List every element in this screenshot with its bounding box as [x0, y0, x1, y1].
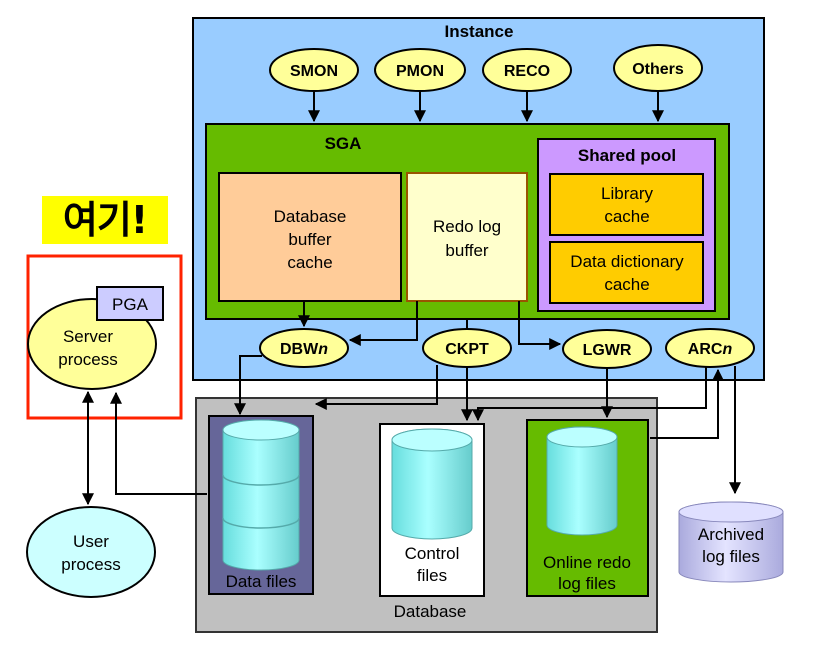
- control-files: Control files: [379, 423, 485, 597]
- data-files: Data files: [208, 415, 314, 595]
- control-files-line-2: files: [417, 566, 447, 585]
- smon-label: SMON: [290, 63, 338, 80]
- reco-label: RECO: [504, 63, 550, 80]
- ckpt-label: CKPT: [445, 341, 489, 358]
- arcn-label: ARCn: [688, 341, 733, 358]
- db-buffer-cache-line-1: Database: [274, 207, 347, 226]
- archived-log-files: Archived log files: [678, 501, 784, 583]
- shared-pool: Shared pool Library cache Data dictionar…: [537, 138, 716, 312]
- shared-pool-title: Shared pool: [578, 146, 676, 165]
- server-connectors: [82, 390, 207, 506]
- dbwn-label-base: DBW: [280, 341, 319, 358]
- library-cache-line-1: Library: [601, 184, 653, 203]
- io-to-file-connectors: [234, 355, 741, 495]
- server-process-line-1: Server: [63, 327, 113, 346]
- arcn-label-base: ARC: [688, 341, 723, 358]
- library-cache-line-2: cache: [604, 207, 649, 226]
- db-buffer-cache-line-3: cache: [287, 253, 332, 272]
- server-process: PGA Server process: [27, 286, 164, 390]
- arcn-process: [665, 328, 755, 368]
- user-process-line-1: User: [73, 532, 109, 551]
- pmon-label: PMON: [396, 63, 444, 80]
- dbwn-label-suffix: n: [318, 341, 328, 358]
- io-processes: DBWn CKPT LGWR ARCn: [259, 328, 755, 369]
- background-processes: SMON PMON RECO Others: [269, 44, 703, 92]
- arcn-label-suffix: n: [722, 341, 732, 358]
- pga-box: [96, 286, 164, 321]
- dbwn-process: [259, 328, 349, 368]
- data-dictionary-cache-line-2: cache: [604, 275, 649, 294]
- lgwr-label: LGWR: [583, 342, 632, 359]
- archived-line-2: log files: [702, 547, 760, 566]
- server-process-line-2: process: [58, 350, 118, 369]
- online-redo-line-1: Online redo: [543, 553, 631, 572]
- dbwn-label: DBWn: [280, 341, 328, 358]
- control-files-line-1: Control: [405, 544, 460, 563]
- others-label: Others: [632, 61, 684, 78]
- data-dictionary-cache-line-1: Data dictionary: [570, 252, 684, 271]
- data-dictionary-cache-box: [549, 241, 704, 304]
- online-redo-log-files: Online redo log files: [526, 419, 649, 597]
- redo-log-buffer-line-1: Redo log: [433, 217, 501, 236]
- online-redo-line-2: log files: [558, 574, 616, 593]
- library-cache-box: [549, 173, 704, 236]
- instance-title: Instance: [445, 22, 514, 41]
- highlight-label: 여기!: [42, 196, 168, 244]
- data-files-label: Data files: [226, 572, 297, 591]
- database-title: Database: [394, 602, 467, 621]
- sga-title: SGA: [325, 134, 362, 153]
- archived-line-1: Archived: [698, 525, 764, 544]
- redo-log-buffer: Redo log buffer: [406, 172, 528, 302]
- redo-log-buffer-line-2: buffer: [445, 241, 489, 260]
- user-process: User process: [26, 506, 156, 598]
- pga-label: PGA: [112, 295, 149, 314]
- db-buffer-cache-line-2: buffer: [288, 230, 332, 249]
- user-process-line-2: process: [61, 555, 121, 574]
- process-to-sga-arrows: [308, 91, 664, 123]
- db-buffer-cache: Database buffer cache: [218, 172, 402, 302]
- sga-io-connectors: [298, 301, 562, 350]
